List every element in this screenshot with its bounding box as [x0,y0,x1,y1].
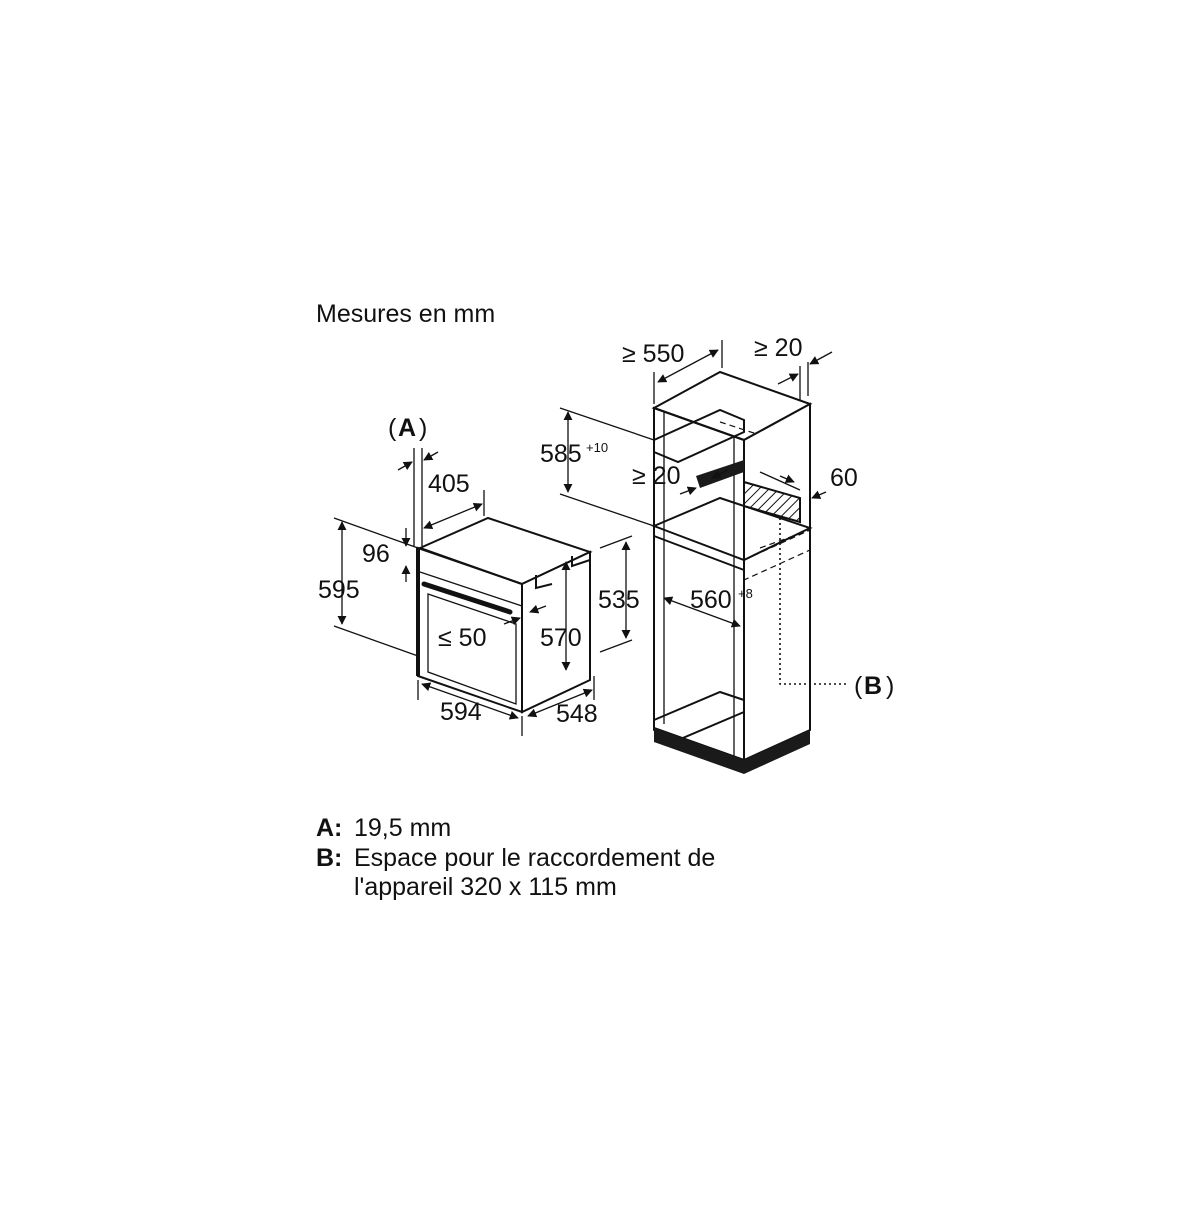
oven [416,516,593,714]
dim-405: 405 [428,470,470,498]
label-a: A [398,414,416,442]
dim-595: 595 [318,576,360,604]
cabinet-plinth [654,728,744,774]
dim-550: ≥ 550 [622,340,684,368]
label-b-close: ) [886,672,894,700]
dim-548: 548 [556,700,598,728]
dim-96: 96 [362,540,390,568]
dim-560: 560 [690,586,732,614]
label-a-close: ) [419,414,427,442]
dim-594: 594 [440,698,482,726]
cabinet-dimensions [559,340,833,628]
oven-dimensions [333,448,633,736]
dim-20-mid: ≥ 20 [632,462,680,490]
cabinet [651,370,846,774]
legend-text-a: 19,5 mm [354,814,451,842]
label-b: B [864,672,882,700]
dim-535: 535 [598,586,640,614]
dim-570: 570 [540,624,582,652]
dim-60: 60 [830,464,858,492]
legend-text-b: Espace pour le raccordement de [354,844,715,872]
label-a-open: ( [388,414,397,442]
legend-key-a: A: [316,814,342,842]
dim-20-top: ≥ 20 [754,334,802,362]
cabinet-side [743,402,811,762]
cabinet-front [653,406,745,762]
legend-text-b2: l'appareil 320 x 115 mm [354,873,617,901]
connection-space [743,480,801,524]
cabinet-shelf [651,496,813,562]
oven-handle [421,581,513,615]
legend-key-b: B: [316,844,342,872]
dim-560-tol: +8 [738,586,753,601]
dim-585: 585 [540,440,582,468]
legend: A: 19,5 mm B: Espace pour le raccordemen… [316,814,715,901]
title: Mesures en mm [316,300,495,328]
dim-50: ≤ 50 [438,624,486,652]
label-b-open: ( [854,672,863,700]
dim-585-tol: +10 [586,440,608,455]
